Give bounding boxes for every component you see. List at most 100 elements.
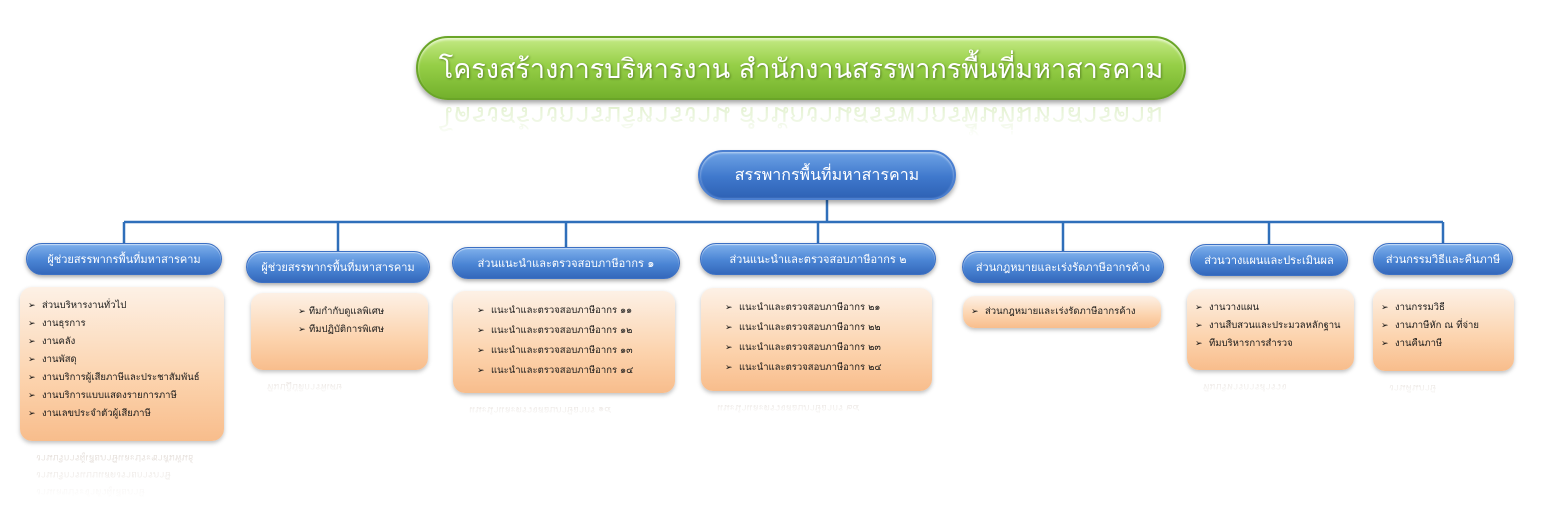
branch-node-label: ส่วนแนะนำและตรวจสอบภาษีอากร ๑ <box>477 257 655 270</box>
list-item: ➢ แนะนำและตรวจสอบภาษีอากร ๑๓ <box>477 341 667 361</box>
branch-node-label: ผู้ช่วยสรรพากรพื้นที่มหาสารคาม <box>261 261 415 274</box>
chart-title-reflection-text: โครงสร้างการบริหารงาน สำนักงานสรรพากรพื้… <box>438 104 1164 131</box>
reflection-line: งานบริการแบบแสดงรายการภาษี <box>36 469 171 480</box>
arrow-bullet-icon: ➢ <box>477 306 485 316</box>
list-item: ➢งานคืนภาษี <box>1381 335 1506 353</box>
reflection-line: แนะนำและตรวจสอบภาษีอากร ๑๔ <box>469 404 612 415</box>
list-item: ➢ ทีมบริหารการสำรวจ <box>1195 335 1346 353</box>
list-item: ➢งานบริการแบบแสดงรายการภาษี <box>28 387 216 405</box>
branch-item-list: ➢ทีมกำกับดูแลพิเศษ➢ทีมปฏิบัติการพิเศษ <box>259 303 420 339</box>
list-item-label: งานเลขประจำตัวผู้เสียภาษี <box>42 408 151 419</box>
arrow-bullet-icon: ➢ <box>725 363 733 373</box>
list-item-label: งานกรรมวิธี <box>1395 302 1445 313</box>
branch-box-7: ➢ งานกรรมวิธี ➢ งานภาษีหัก ณ ที่จ่าย ➢งานคืน… <box>1373 289 1514 371</box>
list-item-label: ทีมกำกับดูแลพิเศษ <box>308 306 385 317</box>
arrow-bullet-icon: ➢ <box>28 409 36 419</box>
branch-item-list: ➢ แนะนำและตรวจสอบภาษีอากร ๑๑ ➢ แนะนำและตรวจ… <box>477 301 667 381</box>
list-item: ➢ แนะนำและตรวจสอบภาษีอากร ๒๑ <box>725 298 924 318</box>
list-item: ➢ส่วนบริหารงานทั่วไป <box>28 297 216 315</box>
list-item-label: งานธุรการ <box>42 318 86 329</box>
list-item-label: ทีมปฏิบัติการพิเศษ <box>308 324 385 335</box>
list-item-label: งานบริการผู้เสียภาษีและประชาสัมพันธ์ <box>42 372 200 383</box>
arrow-bullet-icon: ➢ <box>1381 303 1389 313</box>
list-item-label: แนะนำและตรวจสอบภาษีอากร ๑๔ <box>491 365 634 376</box>
list-item: ➢ส่วนกฎหมายและเร่งรัดภาษีอากรค้าง <box>971 303 1153 321</box>
reflection-line: แนะนำและตรวจสอบภาษีอากร ๒๔ <box>717 402 860 413</box>
list-item: ➢ แนะนำและตรวจสอบภาษีอากร ๒๔ <box>725 358 924 378</box>
list-item-label: แนะนำและตรวจสอบภาษีอากร ๑๑ <box>491 305 633 316</box>
list-item-label: แนะนำและตรวจสอบภาษีอากร ๒๑ <box>739 302 881 313</box>
list-item-label: แนะนำและตรวจสอบภาษีอากร ๑๓ <box>491 345 633 356</box>
arrow-bullet-icon: ➢ <box>477 366 485 376</box>
list-item: ➢ทีมปฏิบัติการพิเศษ <box>259 321 420 339</box>
branch-box-3: ➢ แนะนำและตรวจสอบภาษีอากร ๑๑ ➢ แนะนำและตรวจ… <box>453 291 675 393</box>
branch-item-list: ➢ งานกรรมวิธี ➢ งานภาษีหัก ณ ที่จ่าย ➢งานคืน… <box>1381 299 1506 353</box>
arrow-bullet-icon: ➢ <box>1381 321 1389 331</box>
root-node-label: สรรพากรพื้นที่มหาสารคาม <box>734 164 920 184</box>
arrow-bullet-icon: ➢ <box>298 307 306 317</box>
branch-item-list: ➢ส่วนกฎหมายและเร่งรัดภาษีอากรค้าง <box>971 303 1153 321</box>
list-item-label: แนะนำและตรวจสอบภาษีอากร ๒๒ <box>739 322 881 333</box>
list-item: ➢ทีมกำกับดูแลพิเศษ <box>259 303 420 321</box>
branch-box-reflection: แนะนำและตรวจสอบภาษีอากร ๒๔ <box>709 399 924 416</box>
branch-box-reflection: งานเลขประจำตัวผู้เสียภาษีงานบริการแบบแสด… <box>28 449 216 500</box>
list-item: ➢ งานบริการผู้เสียภาษีและประชาสัมพันธ์ <box>28 369 216 387</box>
list-item-label: งานคลัง <box>42 336 76 347</box>
arrow-bullet-icon: ➢ <box>1195 303 1203 313</box>
arrow-bullet-icon: ➢ <box>28 373 36 383</box>
list-item: ➢ งานธุรการ <box>28 315 216 333</box>
list-item: ➢แนะนำและตรวจสอบภาษีอากร ๒๓ <box>725 338 924 358</box>
list-item: ➢ งานภาษีหัก ณ ที่จ่าย <box>1381 317 1506 335</box>
branch-node-6: ส่วนวางแผนและประเมินผล <box>1190 244 1348 276</box>
list-item: ➢ งานกรรมวิธี <box>1381 299 1506 317</box>
arrow-bullet-icon: ➢ <box>1195 321 1203 331</box>
arrow-bullet-icon: ➢ <box>28 319 36 329</box>
branch-item-list: ➢งานวางแผน➢งานสืบสวนและประมวลหลักฐาน➢ทีม… <box>1195 299 1346 353</box>
list-item: ➢ แนะนำและตรวจสอบภาษีอากร ๑๒ <box>477 321 667 341</box>
list-item: ➢ งานวางแผน <box>1195 299 1346 317</box>
list-item: ➢งานสืบสวนและประมวลหลักฐาน <box>1195 317 1346 335</box>
arrow-bullet-icon: ➢ <box>725 323 733 333</box>
list-item-label: งานพัสดุ <box>42 354 77 365</box>
arrow-bullet-icon: ➢ <box>725 303 733 313</box>
list-item-label: งานคืนภาษี <box>1395 338 1443 349</box>
list-item: ➢ แนะนำและตรวจสอบภาษีอากร ๑๑ <box>477 301 667 321</box>
list-item: ➢ แนะนำและตรวจสอบภาษีอากร ๑๔ <box>477 361 667 381</box>
arrow-bullet-icon: ➢ <box>477 346 485 356</box>
arrow-bullet-icon: ➢ <box>1195 339 1203 349</box>
branch-item-list: ➢ส่วนบริหารงานทั่วไป➢งานธุรการ➢งานคลัง➢ง… <box>28 297 216 423</box>
branch-node-label: ผู้ช่วยสรรพากรพื้นที่มหาสารคาม <box>47 253 201 266</box>
list-item-label: ทีมบริหารการสำรวจ <box>1209 338 1293 349</box>
list-item-label: แนะนำและตรวจสอบภาษีอากร ๒๔ <box>739 362 882 373</box>
branch-box-2: ➢ทีมกำกับดูแลพิเศษ➢ทีมปฏิบัติการพิเศษ <box>251 293 428 370</box>
branch-item-list: ➢แนะนำและตรวจสอบภาษีอากร ๒๑➢แนะนำและตรวจ… <box>725 298 924 378</box>
arrow-bullet-icon: ➢ <box>298 325 306 335</box>
root-node: สรรพากรพื้นที่มหาสารคาม <box>698 150 956 200</box>
chart-title: โครงสร้างการบริหารงาน สำนักงานสรรพากรพื้… <box>438 53 1164 85</box>
arrow-bullet-icon: ➢ <box>725 343 733 353</box>
list-item: ➢ แนะนำและตรวจสอบภาษีอากร ๒๒ <box>725 318 924 338</box>
arrow-bullet-icon: ➢ <box>477 326 485 336</box>
branch-box-4: ➢แนะนำและตรวจสอบภาษีอากร ๒๑➢แนะนำและตรวจ… <box>701 288 932 391</box>
arrow-bullet-icon: ➢ <box>971 307 979 317</box>
branch-box-6: ➢งานวางแผน➢งานสืบสวนและประมวลหลักฐาน➢ทีม… <box>1187 289 1354 370</box>
list-item-label: งานวางแผน <box>1209 302 1259 313</box>
chart-title-banner: โครงสร้างการบริหารงาน สำนักงานสรรพากรพื้… <box>416 36 1186 100</box>
reflection-line: ทีมบริหารการสำรวจ <box>1203 381 1287 392</box>
branch-box-5: ➢ส่วนกฎหมายและเร่งรัดภาษีอากรค้าง <box>963 296 1161 328</box>
branch-box-reflection: ทีมปฏิบัติการพิเศษ <box>259 378 420 395</box>
branch-node-3: ส่วนแนะนำและตรวจสอบภาษีอากร ๑ <box>452 247 680 279</box>
branch-box-1: ➢ส่วนบริหารงานทั่วไป➢งานธุรการ➢งานคลัง➢ง… <box>20 287 224 441</box>
arrow-bullet-icon: ➢ <box>28 337 36 347</box>
list-item: ➢ งานคลัง <box>28 333 216 351</box>
list-item-label: งานภาษีหัก ณ ที่จ่าย <box>1395 320 1479 331</box>
branch-node-1: ผู้ช่วยสรรพากรพื้นที่มหาสารคาม <box>26 243 222 275</box>
list-item-label: แนะนำและตรวจสอบภาษีอากร ๑๒ <box>491 325 633 336</box>
branch-box-reflection: ทีมบริหารการสำรวจ <box>1195 378 1346 395</box>
arrow-bullet-icon: ➢ <box>28 391 36 401</box>
branch-node-label: ส่วนกฎหมายและเร่งรัดภาษีอากรค้าง <box>975 261 1151 274</box>
reflection-line: งานคืนภาษี <box>1389 382 1437 393</box>
branch-node-2: ผู้ช่วยสรรพากรพื้นที่มหาสารคาม <box>246 251 430 283</box>
list-item-label: ส่วนบริหารงานทั่วไป <box>42 300 127 311</box>
